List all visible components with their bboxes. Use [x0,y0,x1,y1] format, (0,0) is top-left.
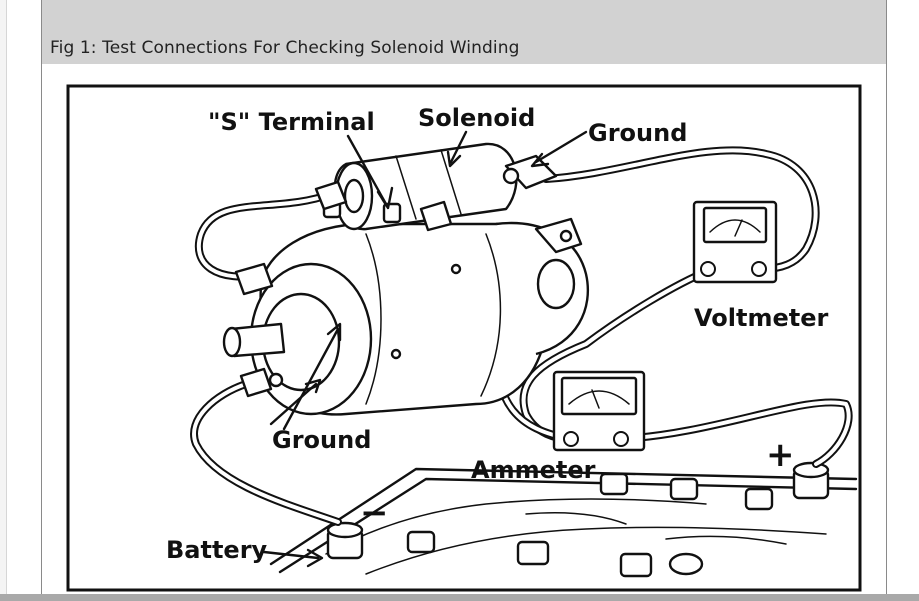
battery-illustration [269,461,858,578]
caption-bar: Fig 1: Test Connections For Checking Sol… [42,0,886,64]
label-ground-left: Ground [272,426,371,454]
label-plus: + [766,435,795,475]
solenoid-test-diagram: "S" Terminal Solenoid Ground Voltmeter G… [66,84,862,592]
label-s-terminal: "S" Terminal [208,108,375,136]
voltmeter [692,200,778,284]
battery-positive-post [792,461,830,500]
figure-caption: Fig 1: Test Connections For Checking Sol… [50,38,520,58]
starter-motor [222,217,590,416]
figure-frame: Fig 1: Test Connections For Checking Sol… [41,0,887,594]
label-voltmeter: Voltmeter [694,304,828,332]
ammeter [552,370,646,452]
leader-arrows [262,130,588,568]
label-solenoid: Solenoid [418,104,535,132]
label-battery: Battery [166,536,268,564]
solenoid-body [322,142,558,231]
page-left-margin [0,0,7,601]
battery-cell-caps [406,472,774,578]
label-minus: − [360,493,389,533]
lead-clips [234,180,453,398]
label-ground-top: Ground [588,119,687,147]
bottom-scrollbar-strip [0,594,919,601]
label-ammeter: Ammeter [471,456,596,484]
battery-negative-post [326,521,364,560]
